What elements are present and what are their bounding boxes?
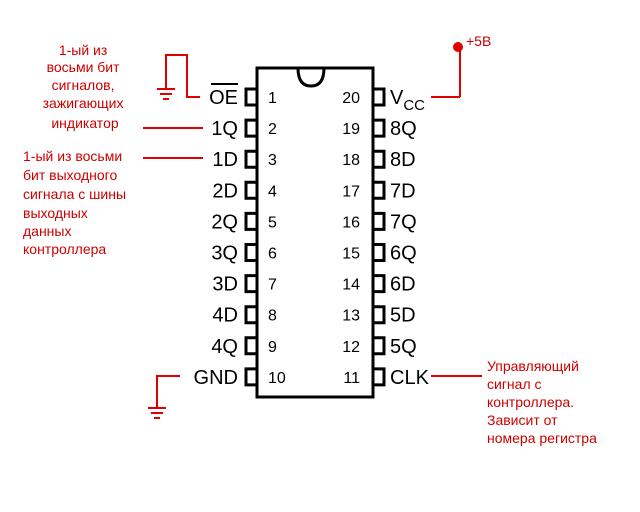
ground-symbol-gnd <box>148 407 166 419</box>
pin-11: 11 CLK <box>343 367 429 389</box>
pin-lead <box>374 149 386 169</box>
pin-label: 1D <box>212 149 238 171</box>
pin-lead <box>244 367 256 387</box>
gnd-ground-wire <box>156 375 180 407</box>
pin-lead <box>374 336 386 356</box>
pin-label: 6D <box>390 274 416 296</box>
pin-label: 5D <box>390 305 416 327</box>
pin-13: 13 5D <box>342 305 415 327</box>
pin-14: 14 6D <box>342 274 415 296</box>
pin-number: 20 <box>342 90 360 107</box>
pin-20: 20 VCC <box>342 87 425 114</box>
pin-7: 7 3D <box>212 274 277 296</box>
pin-number: 9 <box>268 339 277 356</box>
pin-number: 14 <box>342 277 360 294</box>
pin-number: 19 <box>342 121 360 138</box>
pin-label: 2Q <box>211 211 238 233</box>
pin-label: 3Q <box>211 243 238 265</box>
pin-lead <box>244 211 256 231</box>
pin-lead <box>374 211 386 231</box>
pin-lead <box>244 274 256 294</box>
pin-label: 5Q <box>390 336 417 358</box>
pin-lead <box>374 118 386 138</box>
pin-lead <box>244 305 256 325</box>
pin-label: OE <box>209 87 238 109</box>
pin-label: 2D <box>212 180 238 202</box>
pin-number: 18 <box>342 152 360 169</box>
pin-9: 9 4Q <box>211 336 277 358</box>
pin-1: 1 OE <box>209 83 277 109</box>
pin-19: 19 8Q <box>342 118 416 140</box>
pin-number: 10 <box>268 370 286 387</box>
annotation-output-bit: 1-ый из восьми бит сигналов, зажигающих … <box>43 42 128 131</box>
pin-number: 3 <box>268 152 277 169</box>
pin-number: 15 <box>342 246 360 263</box>
pin-number: 2 <box>268 121 277 138</box>
pin-label: 8Q <box>390 118 417 140</box>
annotation-input-bit: 1-ый из восьми бит выходного сигнала с ш… <box>23 148 130 257</box>
pin-number: 11 <box>343 370 360 387</box>
pin-2: 2 1Q <box>211 118 277 140</box>
pin-3: 3 1D <box>212 149 277 171</box>
pin-18: 18 8D <box>342 149 415 171</box>
pin-lead <box>374 87 386 107</box>
pin-label: GND <box>194 367 238 389</box>
pin-label: 1Q <box>211 118 238 140</box>
pin-label: 3D <box>212 274 238 296</box>
pin-label: CLK <box>390 367 430 389</box>
pin-label: 7D <box>390 180 416 202</box>
pin-label: 4D <box>212 305 238 327</box>
pin-number: 4 <box>268 183 277 200</box>
pin-number: 12 <box>342 339 360 356</box>
pin-label: VCC <box>390 87 425 114</box>
pin-lead <box>244 336 256 356</box>
pin-16: 16 7Q <box>342 211 416 233</box>
pin-label: 4Q <box>211 336 238 358</box>
left-pin-group: 1 OE 2 1Q 3 1D 4 2D 5 2Q 6 3Q 7 3D 8 4D 9 4Q 10 GND <box>194 83 286 389</box>
annotation-control: Управляющий сигнал с контроллера. Зависи… <box>487 358 597 446</box>
chip-notch <box>296 67 326 88</box>
pin-lead <box>244 149 256 169</box>
chip-body <box>255 66 375 399</box>
pin-4: 4 2D <box>212 180 277 202</box>
pin-number: 16 <box>342 214 360 231</box>
pin-lead <box>244 180 256 200</box>
ground-symbol-oe <box>157 88 175 100</box>
pin-15: 15 6Q <box>342 243 416 265</box>
supply-node <box>453 42 463 52</box>
pin-number: 1 <box>268 90 277 107</box>
pin-label: 8D <box>390 149 416 171</box>
pin-lead <box>374 274 386 294</box>
pin-lead <box>244 243 256 262</box>
pin-number: 7 <box>268 277 277 294</box>
pin-number: 5 <box>268 214 277 231</box>
pin-5: 5 2Q <box>211 211 277 233</box>
pin-6: 6 3Q <box>211 243 277 265</box>
pin-number: 17 <box>342 183 360 200</box>
oe-ground-wire <box>165 54 200 98</box>
pin-17: 17 7D <box>342 180 415 202</box>
pin-8: 8 4D <box>212 305 277 327</box>
pin-lead <box>374 305 386 325</box>
pin-lead <box>244 87 256 107</box>
pin-label-subscript: CC <box>403 97 425 114</box>
pin-label: 6Q <box>390 243 417 265</box>
pin-number: 6 <box>268 246 277 263</box>
pin-label: 7Q <box>390 211 417 233</box>
right-pin-group: 20 VCC 19 8Q 18 8D 17 7D 16 7Q 15 6Q 14 6D 13 5D 12 5Q 11 C… <box>342 87 429 389</box>
pin-lead <box>374 180 386 200</box>
pin-number: 8 <box>268 308 277 325</box>
pin-lead <box>374 243 386 262</box>
pin-lead <box>244 118 256 138</box>
pin-lead <box>374 367 386 387</box>
pin-12: 12 5Q <box>342 336 416 358</box>
pin-number: 13 <box>342 308 360 325</box>
pin-10: 10 GND <box>194 367 286 389</box>
supply-label: +5В <box>466 33 491 49</box>
